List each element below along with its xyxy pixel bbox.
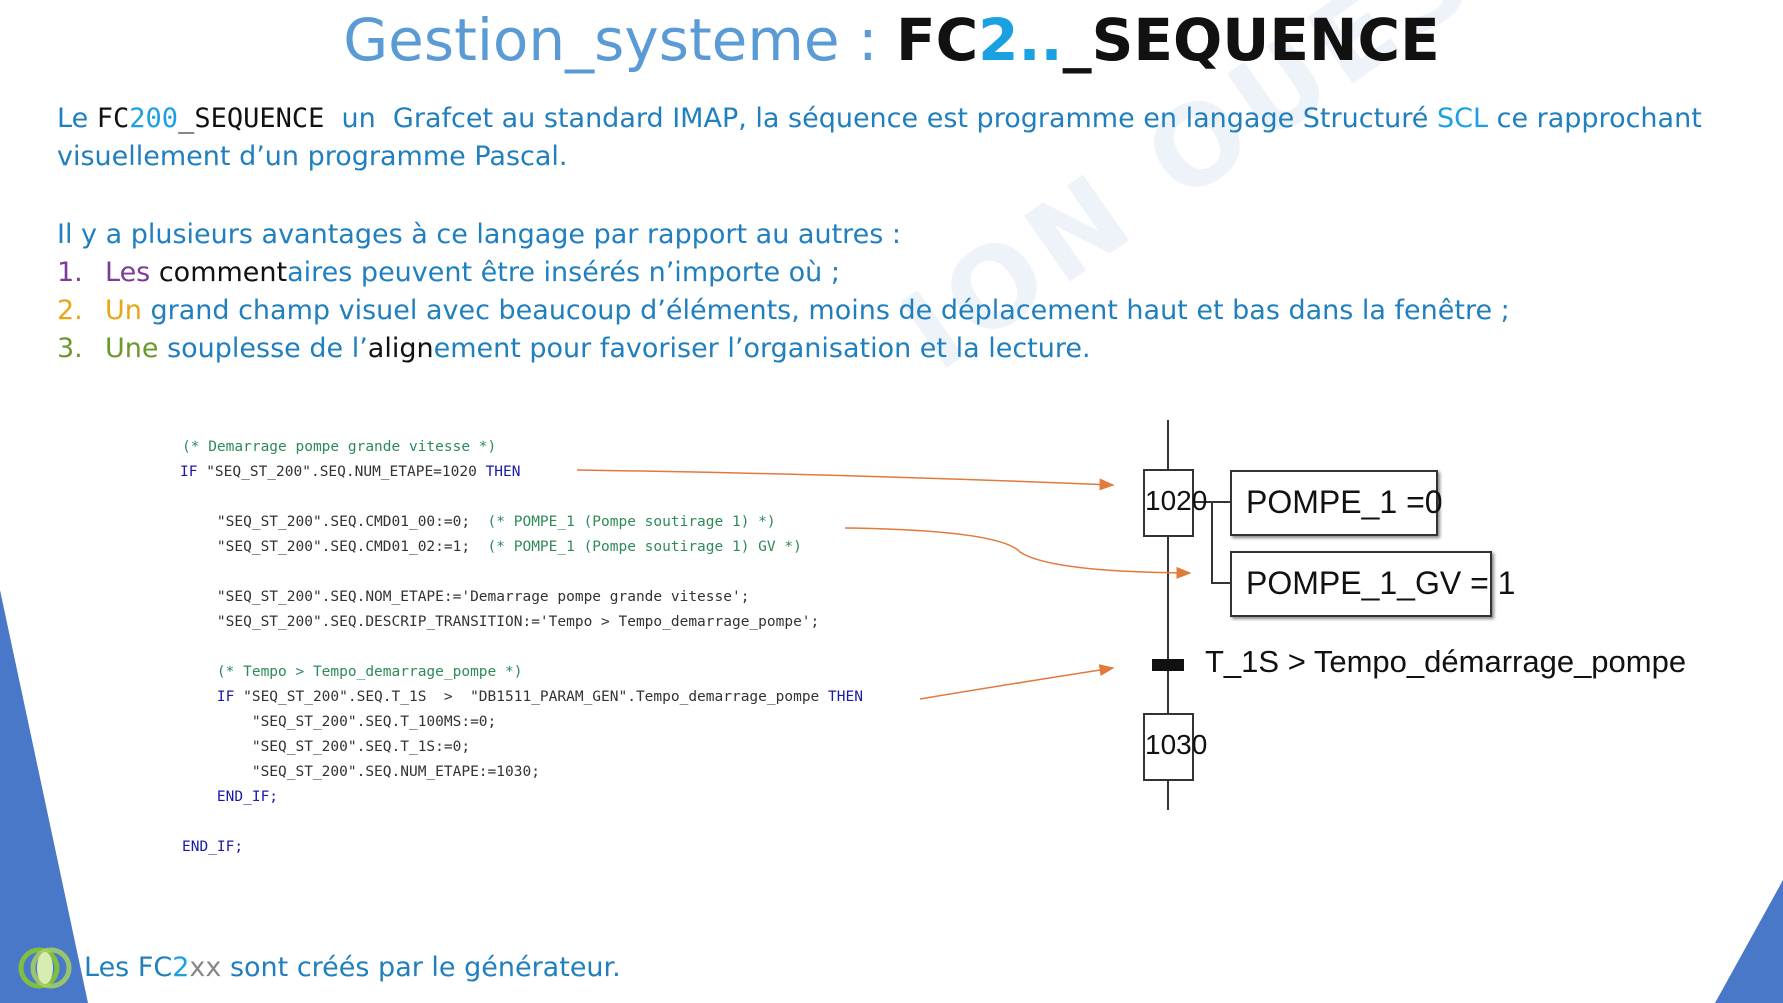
step-box-1030: 1030 [1143, 713, 1208, 781]
code-line-2: IF "SEQ_ST_200".SEQ.NUM_ETAPE=1020 THEN [180, 464, 521, 480]
list-first-1: Les [105, 257, 151, 288]
step-label-1020: 1020 [1145, 485, 1208, 516]
list-rest-2: grand champ visuel avec beaucoup d’éléme… [141, 295, 1510, 326]
footer-b: 2 [172, 952, 190, 983]
intro-paragraph: Le FC200_SEQUENCE un Grafcet au standard… [57, 100, 1737, 176]
code-line-7: (* Tempo > Tempo_demarrage_pompe *) [182, 664, 523, 680]
list-item-3: 3. Une souplesse de l’alignement pour fav… [57, 330, 1091, 368]
list-rest-3: ement pour favoriser l’organisation et l… [433, 333, 1091, 364]
title-part-2: FC [895, 6, 979, 74]
footer-c: xx [189, 952, 222, 983]
code-line-4: "SEQ_ST_200".SEQ.CMD01_02:=1; (* POMPE_1… [182, 539, 802, 555]
list-item-2: 2. Un grand champ visuel avec beaucoup d’… [57, 292, 1510, 330]
intro-le: Le [57, 103, 97, 134]
action-label-1: POMPE_1 =0 [1246, 484, 1443, 520]
code-line-12: END_IF; [182, 789, 279, 805]
title-part-3: 2.. [978, 6, 1063, 74]
step-label-1030: 1030 [1145, 729, 1208, 760]
code-line-1: (* Demarrage pompe grande vitesse *) [182, 439, 497, 455]
list-first-3: Une [105, 333, 159, 364]
code-line-13: END_IF; [182, 839, 244, 855]
list-mid-3: souplesse de l’ [158, 333, 368, 364]
intro-num: 200 [129, 103, 179, 134]
arrow-1 [576, 469, 1115, 491]
code-line-11: "SEQ_ST_200".SEQ.NUM_ETAPE:=1030; [182, 764, 540, 780]
intro-scl: SCL [1436, 103, 1489, 134]
code-line-10: "SEQ_ST_200".SEQ.T_1S:=0; [182, 739, 471, 755]
left-corner-decoration [0, 590, 88, 1003]
intro-fc: FC [96, 103, 130, 134]
list-first-2: Un [105, 295, 142, 326]
intro-seq: _SEQUENCE [178, 103, 325, 134]
intro-line-2: visuellement d’un programme Pascal. [57, 141, 568, 172]
code-line-3: "SEQ_ST_200".SEQ.CMD01_00:=0; (* POMPE_1… [182, 514, 776, 530]
action-box-2: POMPE_1_GV = 1 [1230, 551, 1515, 617]
list-mid-1: comment [150, 257, 288, 288]
list-num-3: 3. [57, 333, 83, 364]
title-part-1: Gestion_systeme : [343, 6, 896, 74]
logo-icon [18, 947, 72, 989]
list-item-1: 1. Les commentaires peuvent être insérés … [57, 254, 840, 292]
footer-d: sont créés par le générateur. [221, 952, 621, 983]
list-rest-1: aires peuvent être insérés n’importe où … [287, 257, 840, 288]
code-line-6: "SEQ_ST_200".SEQ.DESCRIP_TRANSITION:='Te… [182, 614, 820, 630]
page-title: Gestion_systeme : FC2.._SEQUENCE [0, 4, 1783, 76]
action-connector-2 [1211, 502, 1230, 584]
code-line-8: IF "SEQ_ST_200".SEQ.T_1S > "DB1511_PARAM… [182, 689, 863, 705]
intro-rest-2: ce rapprochant [1488, 103, 1702, 134]
list-mid2-3: align [367, 333, 434, 364]
list-num-2: 2. [57, 295, 83, 326]
code-line-5: "SEQ_ST_200".SEQ.NOM_ETAPE:='Demarrage p… [182, 589, 750, 605]
intro-rest-1: un Grafcet au standard IMAP, la séquence… [324, 103, 1437, 134]
footer-note: Les FC2xx sont créés par le générateur. [84, 949, 621, 987]
title-part-4: _SEQUENCE [1062, 6, 1440, 74]
footer-a: Les FC [84, 952, 173, 983]
arrow-2 [844, 527, 1192, 579]
code-line-9: "SEQ_ST_200".SEQ.T_100MS:=0; [182, 714, 497, 730]
action-box-1: POMPE_1 =0 [1230, 470, 1443, 536]
step-box-1020: 1020 [1143, 469, 1208, 537]
transition-label: T_1S > Tempo_démarrage_pompe [1205, 644, 1687, 679]
advantages-heading: Il y a plusieurs avantages à ce langage … [57, 219, 902, 250]
action-label-2: POMPE_1_GV = 1 [1246, 565, 1516, 601]
list-num-1: 1. [57, 257, 83, 288]
right-corner-decoration [1715, 880, 1783, 1003]
arrow-3 [919, 664, 1115, 700]
transition-bar [1152, 659, 1184, 671]
intro-line-1: Le FC200_SEQUENCE un Grafcet au standard… [57, 100, 1737, 138]
